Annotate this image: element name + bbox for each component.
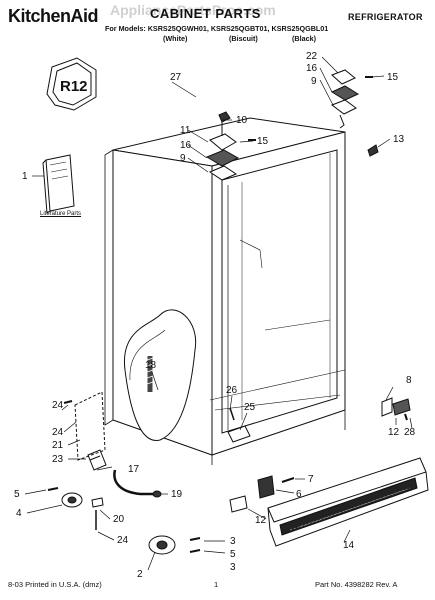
callout-23: 23 (52, 454, 64, 465)
appliance-type: REFRIGERATOR (348, 12, 423, 22)
callout-4: 4 (16, 508, 22, 519)
callout-5-left: 5 (14, 489, 20, 500)
print-info: 8-03 Printed in U.S.A. (dmz) (8, 580, 102, 589)
callout-10: 10 (236, 115, 248, 126)
callout-3-top: 3 (230, 536, 236, 547)
water-line (113, 469, 155, 496)
callout-26: 26 (226, 385, 238, 396)
door-stop (367, 144, 379, 157)
callout-20: 20 (113, 514, 125, 525)
r12-badge: R12 (46, 57, 97, 111)
page-number: 1 (214, 580, 219, 589)
variant-black: (Black) (292, 34, 316, 43)
callout-1: 1 (22, 171, 28, 182)
callout-2: 2 (137, 569, 143, 580)
variant-white: (White) (163, 34, 188, 43)
drain-tube (146, 356, 154, 392)
callout-8: 8 (406, 375, 412, 386)
callout-19: 19 (171, 489, 183, 500)
callout-labels: 1 27 11 16 9 10 15 22 16 9 15 13 18 26 2… (14, 51, 416, 580)
grille-bracket (257, 475, 275, 499)
callout-18: 18 (145, 360, 157, 371)
callout-24-top: 24 (52, 400, 64, 411)
callout-25: 25 (244, 402, 256, 413)
roller-assembly (47, 487, 201, 555)
callout-27: 27 (170, 72, 182, 83)
callout-24-mid: 24 (52, 427, 64, 438)
water-line-fitting (152, 490, 162, 498)
top-right-hinge-assembly (330, 69, 373, 129)
bottom-left-hinge (63, 391, 107, 471)
callout-14: 14 (343, 540, 355, 551)
callout-5-right: 5 (230, 549, 236, 560)
callout-16-left: 16 (180, 140, 192, 151)
callout-15-right: 15 (387, 72, 399, 83)
callout-12-right: 12 (388, 427, 400, 438)
callout-24-bottom: 24 (117, 535, 129, 546)
callout-12-bottom: 12 (255, 515, 267, 526)
leader-lines (24, 56, 413, 571)
r12-badge-text: R12 (60, 78, 88, 95)
model-list: For Models: KSRS25QGWH01, KSRS25QGBT01, … (105, 24, 329, 33)
callout-17: 17 (128, 464, 140, 475)
callout-9-right: 9 (311, 76, 317, 87)
center-bracket (227, 425, 251, 443)
cabinet-body (104, 117, 346, 465)
callout-28: 28 (404, 427, 416, 438)
callout-6: 6 (296, 489, 302, 500)
callout-7: 7 (308, 474, 314, 485)
page-title: CABINET PARTS (150, 6, 261, 21)
callout-3-bottom: 3 (230, 562, 236, 573)
callout-13: 13 (393, 134, 405, 145)
watermark: AppliancePartsPros.com (110, 2, 276, 18)
top-left-hinge-assembly (205, 111, 256, 181)
callout-11: 11 (180, 125, 191, 136)
callout-9-left: 9 (180, 153, 186, 164)
toe-grille (267, 457, 429, 547)
literature-parts-icon (42, 154, 75, 214)
callout-22: 22 (306, 51, 318, 62)
part-number: Part No. 4398282 Rev. A (315, 580, 398, 589)
right-bracket (381, 397, 411, 421)
variant-biscuit: (Biscuit) (229, 34, 258, 43)
callout-16-right: 16 (306, 63, 318, 74)
brand-logo: KitchenAid (8, 6, 99, 26)
callout-21: 21 (52, 440, 64, 451)
literature-parts-label: Literature Parts (40, 211, 82, 217)
callout-15-left: 15 (257, 136, 269, 147)
